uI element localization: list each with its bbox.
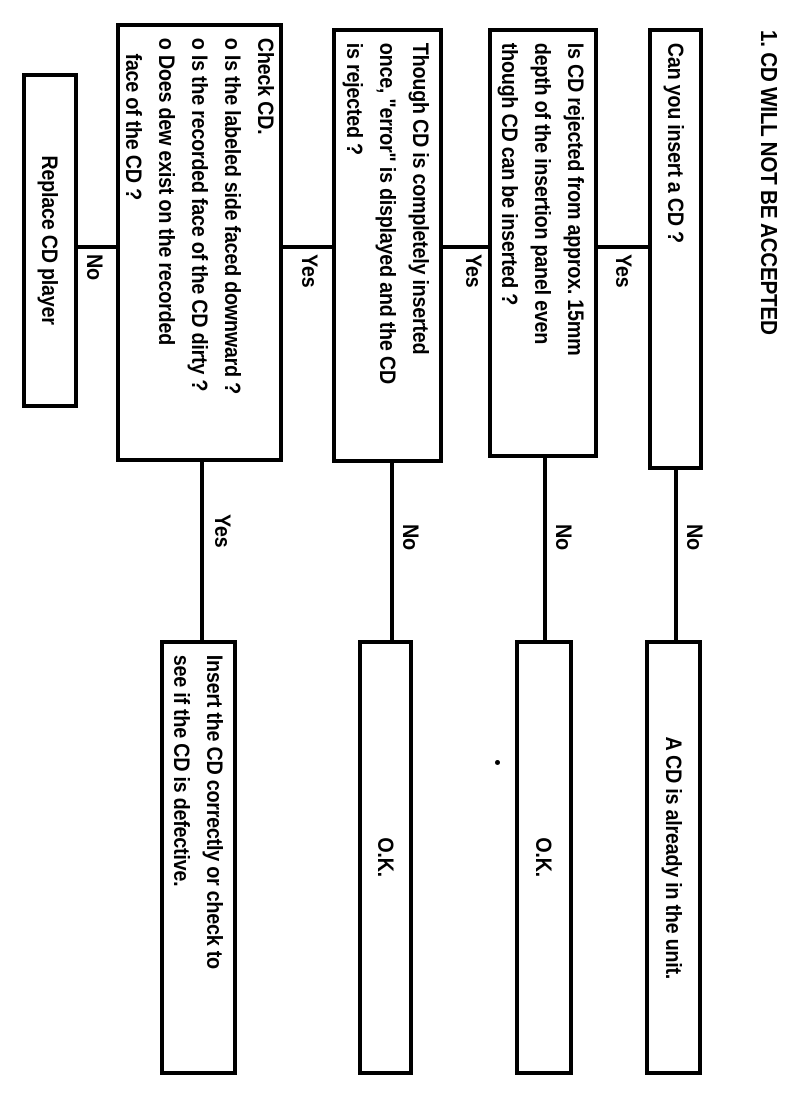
label-yes-2: Yes xyxy=(461,254,486,288)
label-no-1: No xyxy=(682,524,707,550)
flow-box-can-insert-text: Can you insert a CD ? xyxy=(663,42,688,243)
flow-box-replace-player-text: Replace CD player xyxy=(37,155,63,326)
page-title: 1. CD WILL NOT BE ACCEPTED xyxy=(756,30,782,335)
connector-q3-q4-line xyxy=(283,245,332,249)
connector-q1-r1-line xyxy=(674,470,678,640)
flow-box-can-insert: Can you insert a CD ? xyxy=(648,28,703,470)
flow-box-insert-correctly-text: Insert the CD correctly or check to see … xyxy=(169,654,228,969)
connector-q1-q2-line xyxy=(598,245,648,249)
connector-q3-ok2-line xyxy=(390,463,394,640)
label-no-2: No xyxy=(551,524,576,550)
connector-q2-q3-line xyxy=(443,245,488,249)
scan-artifact-dot xyxy=(495,760,500,765)
label-yes-4: Yes xyxy=(210,514,235,548)
flow-box-ok-1-text: O.K. xyxy=(531,837,557,878)
label-no-4: No xyxy=(82,254,107,280)
flow-box-cd-already-in-unit: A CD is already in the unit. xyxy=(645,640,702,1075)
flow-box-ok-2-text: O.K. xyxy=(373,837,398,878)
label-no-3: No xyxy=(398,524,423,550)
flow-box-insert-correctly: Insert the CD correctly or check to see … xyxy=(160,640,237,1075)
flow-box-ok-1: O.K. xyxy=(515,640,573,1075)
flow-box-ok-2: O.K. xyxy=(358,640,413,1075)
connector-q4-replace-line xyxy=(78,245,116,249)
label-yes-1: Yes xyxy=(611,254,636,288)
flow-box-check-cd: Check CD. o Is the labeled side faced do… xyxy=(116,23,283,462)
flow-box-error-displayed-text: Though CD is completely inserted once, "… xyxy=(342,42,433,384)
flow-box-replace-player: Replace CD player xyxy=(22,73,78,408)
flow-box-error-displayed: Though CD is completely inserted once, "… xyxy=(332,28,443,463)
flow-box-rejected-15mm: Is CD rejected from approx. 15mm depth o… xyxy=(488,28,598,458)
connector-q4-insert-line xyxy=(200,462,204,640)
label-yes-3: Yes xyxy=(297,254,322,288)
flow-box-cd-already-in-unit-text: A CD is already in the unit. xyxy=(661,736,686,979)
flow-box-rejected-15mm-text: Is CD rejected from approx. 15mm depth o… xyxy=(497,42,589,356)
connector-q2-ok1-line xyxy=(543,458,547,640)
flow-box-check-cd-text: Check CD. o Is the labeled side faced do… xyxy=(121,37,278,394)
